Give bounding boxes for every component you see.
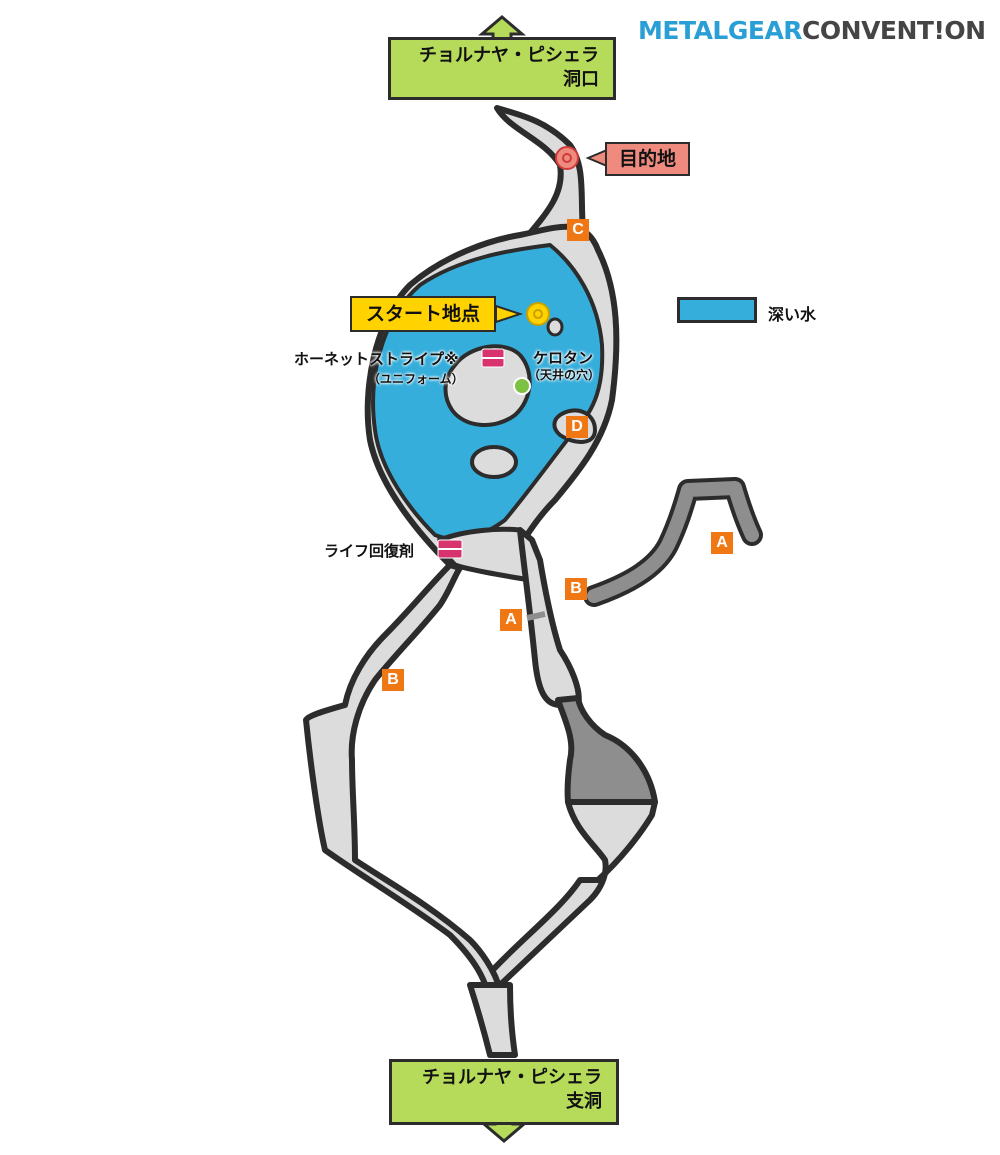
island-south (470, 445, 518, 479)
kerotan-icon (513, 377, 531, 395)
legend-deep-water-label: 深い水 (768, 305, 817, 324)
logo-part2: CONVENT!ON (802, 16, 986, 45)
destination-marker-icon (555, 146, 579, 170)
dark-slope (555, 695, 658, 805)
lower-chamber (485, 799, 658, 988)
destination-marker-dot (562, 153, 572, 163)
hornet-stripe-label: ホーネットストライプ※ (294, 350, 459, 368)
marker-b-northeast: B (565, 578, 587, 600)
exit-north-line2: 洞口 (563, 69, 599, 90)
legend-deep-water-swatch (677, 297, 757, 323)
marker-a-east: A (500, 609, 522, 631)
exit-south-line2: 支洞 (566, 1091, 602, 1112)
island-small (546, 317, 564, 337)
corridor-west (303, 562, 513, 1053)
start-pointer (495, 304, 524, 324)
gate-a (526, 611, 546, 621)
marker-d-lake: D (566, 416, 588, 438)
kerotan-label: ケロタン (533, 349, 594, 367)
start-marker-icon (526, 302, 550, 326)
exit-south-line1: チョルナヤ・ピシェラ (422, 1067, 602, 1088)
passage-northeast-floor (587, 481, 759, 603)
life-recovery-label: ライフ回復剤 (324, 542, 415, 560)
marker-a-northeast: A (711, 532, 733, 554)
hornet-stripe-note: （ユニフォーム） (368, 372, 464, 386)
start-callout: スタート地点 (350, 296, 496, 332)
logo-part1: METALGEAR (638, 16, 803, 45)
destination-callout: 目的地 (605, 142, 690, 176)
logo: METALGEARCONVENT!ON (638, 16, 986, 45)
exit-south: チョルナヤ・ピシェラ 支洞 (389, 1059, 619, 1125)
kerotan-note: （天井の穴） (528, 368, 601, 382)
marker-b-west: B (382, 669, 404, 691)
start-marker-dot (533, 309, 543, 319)
marker-c-north: C (567, 219, 589, 241)
corridor-south-exit (467, 982, 518, 1058)
exit-north: チョルナヤ・ピシェラ 洞口 (388, 37, 616, 100)
island-center (443, 344, 532, 428)
exit-north-line1: チョルナヤ・ピシェラ (419, 45, 599, 66)
